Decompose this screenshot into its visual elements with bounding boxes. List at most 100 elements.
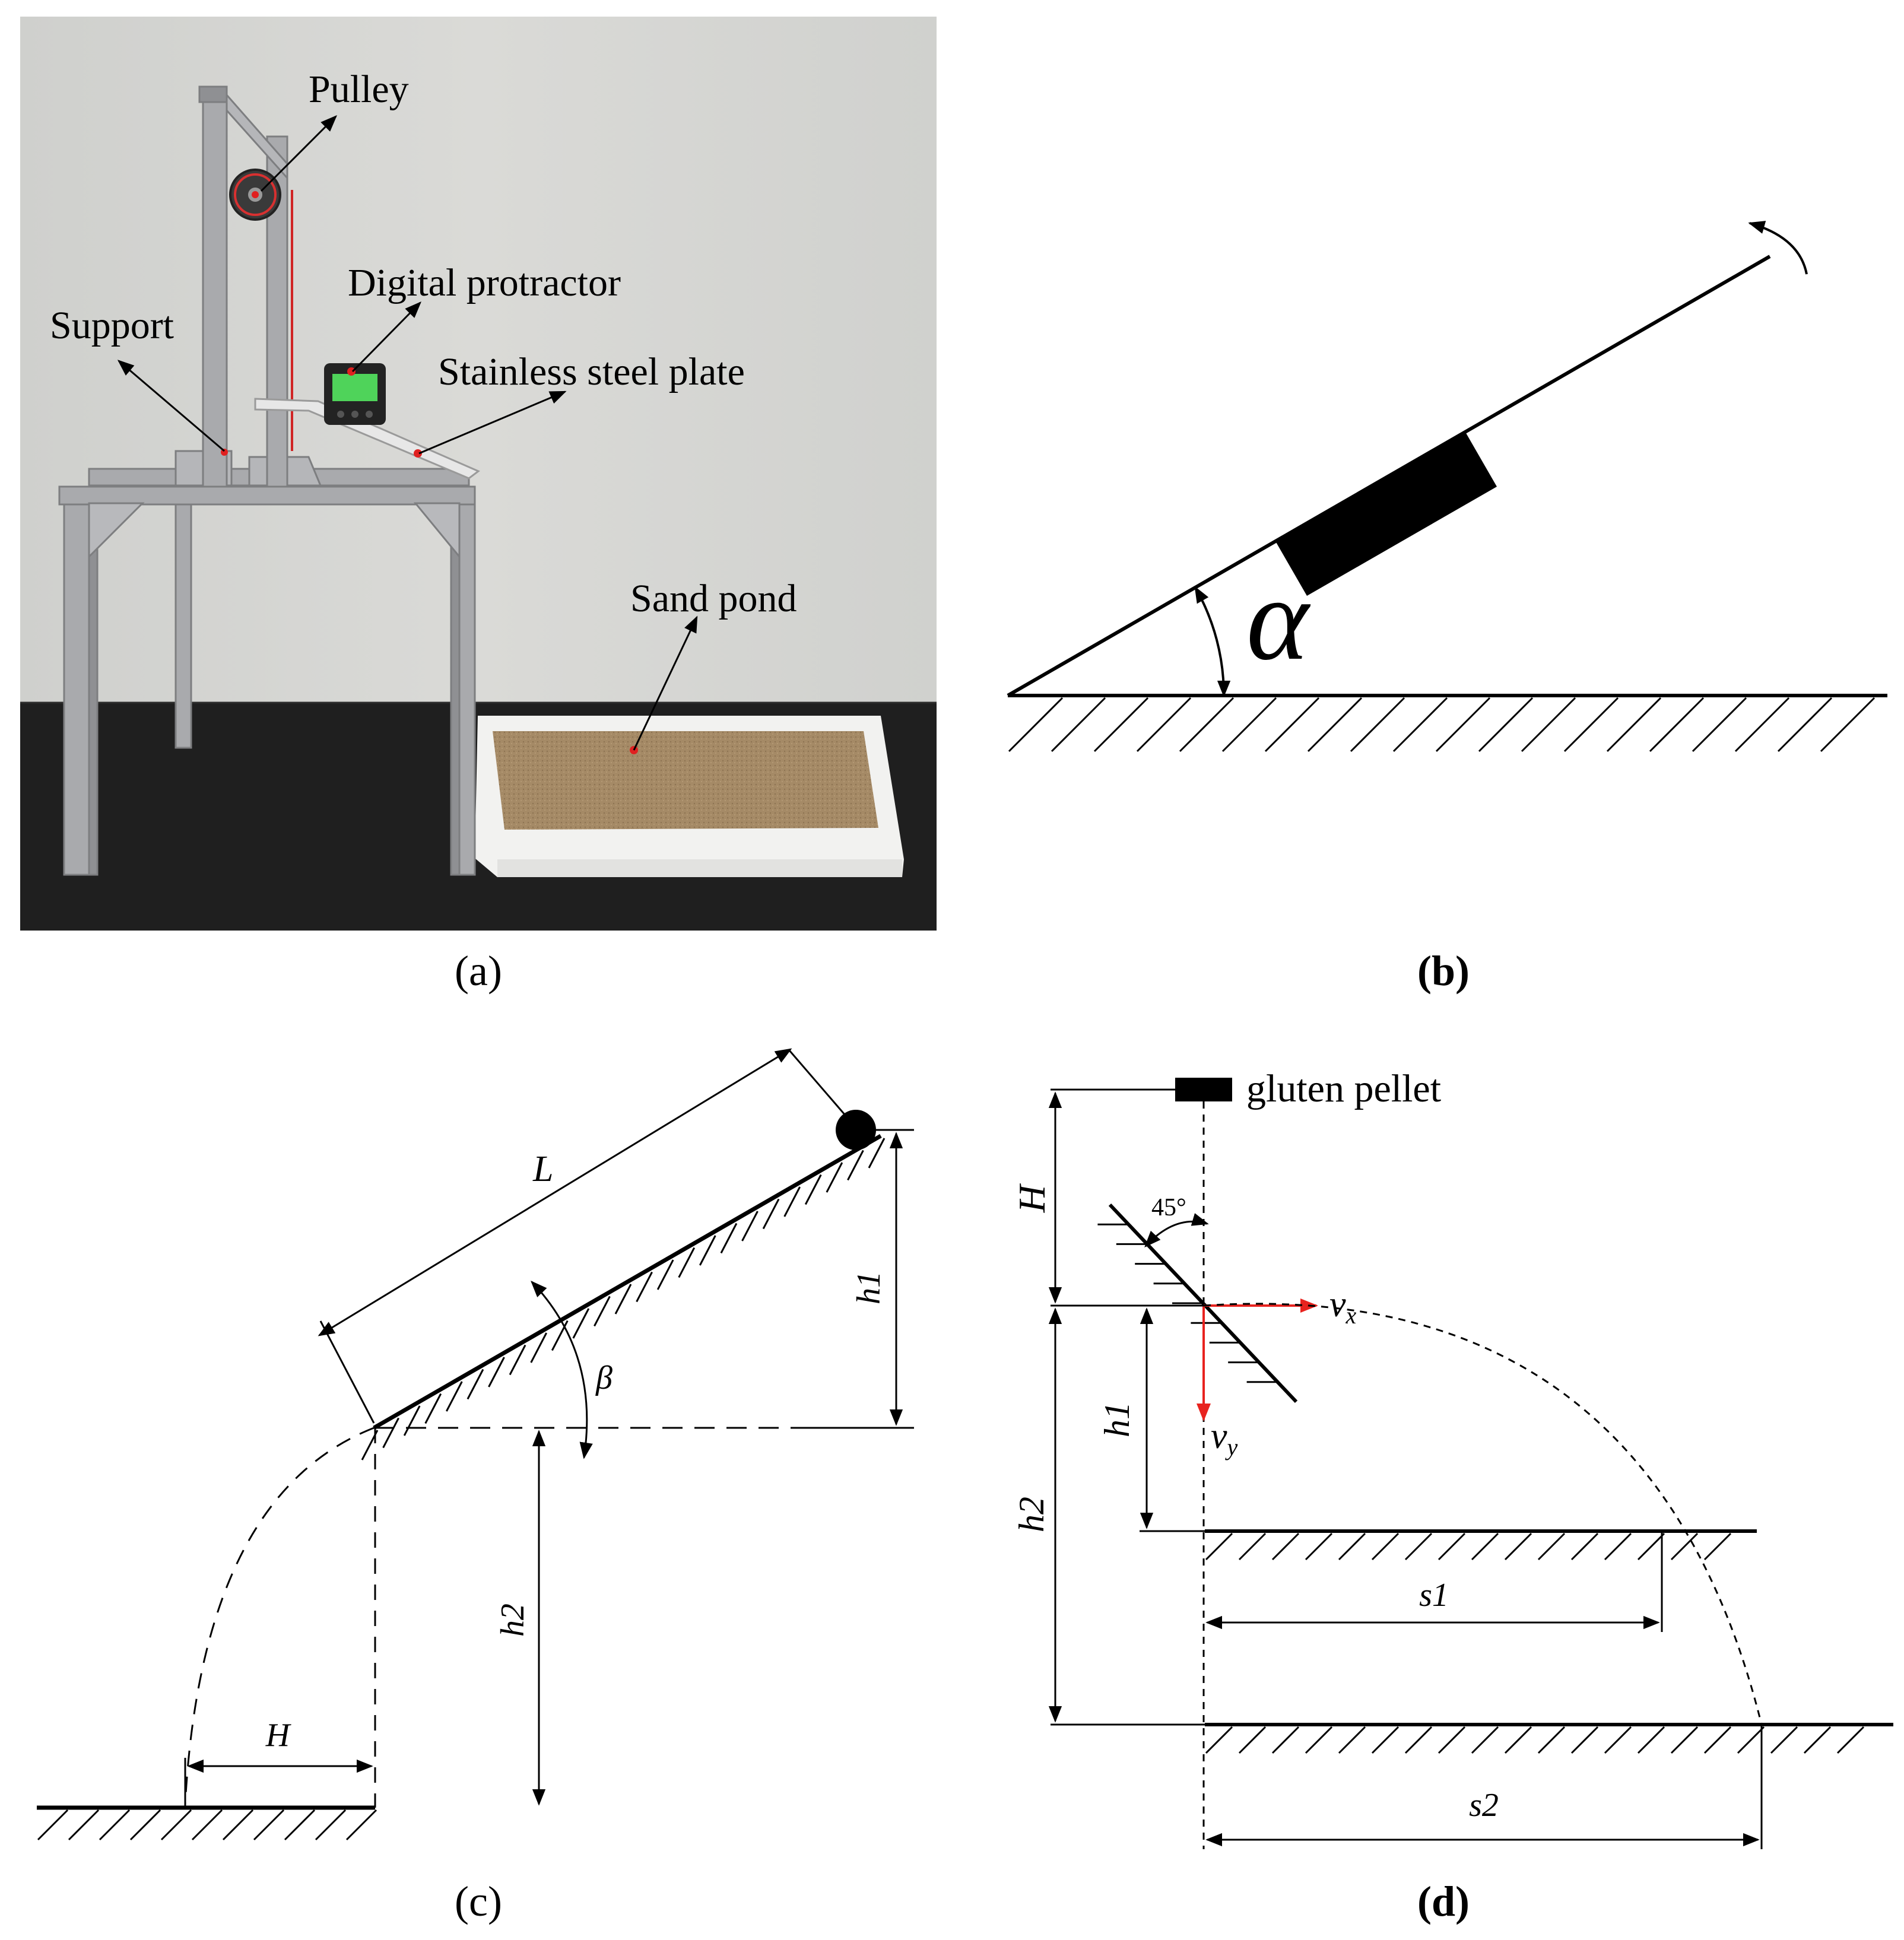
hatch-stroke [804, 1174, 822, 1205]
hatch-stroke [1777, 697, 1833, 752]
label-beta: β [595, 1360, 613, 1396]
rolling-ball [836, 1110, 876, 1150]
hatch-stroke [191, 1809, 223, 1841]
hatch-stroke [222, 1809, 254, 1841]
hatch-stroke [1670, 1532, 1699, 1561]
hatch-stroke [1637, 1532, 1665, 1561]
angle-alpha-arc [1194, 586, 1231, 697]
hatch-stroke [1404, 1726, 1433, 1754]
ground-hatching [1008, 697, 1876, 752]
support-frame [58, 85, 476, 876]
hatch-stroke [315, 1809, 347, 1841]
angle-beta-arc [531, 1280, 593, 1459]
hatch-stroke [1703, 1726, 1732, 1754]
panel-a-photo: Pulley Digital protractor Support Stainl… [20, 17, 937, 931]
hatch-stroke [1770, 1726, 1798, 1754]
hatch-stroke [1606, 697, 1662, 752]
incline-plane [1007, 255, 1771, 697]
label-h1-c: h1 [851, 1271, 887, 1304]
panel-d-diagram: gluten pellet 45° vx vy H h1 h2 [1011, 1067, 1893, 1849]
hatch-stroke [1437, 1532, 1466, 1561]
hatch-stroke [1307, 697, 1363, 752]
label-support: Support [50, 304, 174, 347]
support-leader-arrow [117, 360, 225, 452]
hatch-stroke [1437, 1726, 1466, 1754]
hatch-stroke [1537, 1532, 1566, 1561]
label-vy: vy [1211, 1416, 1238, 1460]
hatch-stroke [1179, 697, 1235, 752]
hatch-stroke [1435, 697, 1491, 752]
hatch-stroke [509, 1344, 526, 1376]
hatch-stroke [1136, 697, 1192, 752]
trajectory-curve-c [184, 1427, 375, 1805]
hatch-stroke [1305, 1726, 1333, 1754]
hatch-stroke [1008, 697, 1064, 752]
label-gluten-pellet: gluten pellet [1246, 1067, 1441, 1110]
plate-marker [414, 449, 422, 458]
label-L: L [532, 1149, 553, 1189]
label-H-c: H [265, 1717, 291, 1754]
hatch-stroke [1264, 697, 1320, 752]
hatch-stroke [1205, 1726, 1233, 1754]
hatch-stroke [1692, 697, 1747, 752]
caption-b: (b) [1417, 947, 1470, 995]
hatch-stroke [403, 1405, 421, 1436]
hatch-stroke [1371, 1532, 1400, 1561]
deflector-hatching [1097, 1223, 1278, 1383]
ground-hatching-c [37, 1809, 377, 1841]
hatch-stroke [1338, 1532, 1366, 1561]
label-H-d: H [1011, 1183, 1053, 1213]
panel-c-diagram: L β h1 h2 H [37, 1048, 914, 1841]
hatch-stroke [1820, 697, 1876, 752]
plate-leader-arrow [418, 390, 567, 455]
hatch-stroke [1521, 697, 1576, 752]
sand-pond-leader-arrow [633, 615, 698, 751]
label-digital-protractor: Digital protractor [348, 261, 621, 304]
hatch-stroke [1537, 1726, 1566, 1754]
angle-45-arc [1144, 1213, 1209, 1248]
gluten-pellet [1175, 1078, 1232, 1101]
hatch-stroke [1703, 1532, 1732, 1561]
hatch-stroke [1371, 1726, 1400, 1754]
hatch-stroke [1051, 697, 1106, 752]
label-45: 45° [1151, 1194, 1186, 1221]
hatch-stroke [1271, 1532, 1300, 1561]
hatch-stroke [1836, 1726, 1865, 1754]
label-h1-d: h1 [1097, 1402, 1137, 1437]
hatch-stroke [1563, 697, 1619, 752]
hatch-stroke [1734, 697, 1790, 752]
caption-d: (d) [1417, 1878, 1470, 1925]
label-s2: s2 [1469, 1787, 1499, 1824]
label-sand-pond: Sand pond [630, 577, 797, 620]
hatch-stroke [826, 1162, 843, 1193]
hatch-stroke [1305, 1532, 1333, 1561]
rotation-arrow [1748, 221, 1808, 275]
caption-a: (a) [455, 947, 502, 995]
hatch-stroke [1604, 1726, 1632, 1754]
hatch-stroke [1803, 1726, 1832, 1754]
label-stainless-steel-plate: Stainless steel plate [438, 350, 745, 393]
label-vx: vx [1329, 1284, 1357, 1329]
label-alpha: α [1246, 554, 1311, 685]
hatch-stroke [1221, 697, 1277, 752]
hatch-stroke [868, 1138, 886, 1169]
caption-c: (c) [455, 1878, 502, 1925]
hatch-stroke [68, 1809, 100, 1841]
incline-plane-c [373, 1133, 882, 1430]
hatch-stroke [345, 1809, 377, 1841]
pulley-leader-arrow [260, 115, 337, 192]
upper-ledge-hatching [1205, 1532, 1732, 1561]
hatch-stroke [1478, 697, 1534, 752]
hatch-stroke [99, 1809, 131, 1841]
hatch-stroke [1670, 1726, 1699, 1754]
hatch-stroke [424, 1393, 442, 1424]
hatch-stroke [1205, 1532, 1233, 1561]
hatch-stroke [1350, 697, 1405, 752]
hatch-stroke [1238, 1532, 1267, 1561]
label-s1: s1 [1419, 1577, 1449, 1614]
hatch-stroke [1392, 697, 1448, 752]
hatch-stroke [284, 1809, 316, 1841]
hatch-stroke [1471, 1726, 1499, 1754]
hatch-stroke [488, 1357, 505, 1387]
sliding-block [1275, 432, 1497, 596]
